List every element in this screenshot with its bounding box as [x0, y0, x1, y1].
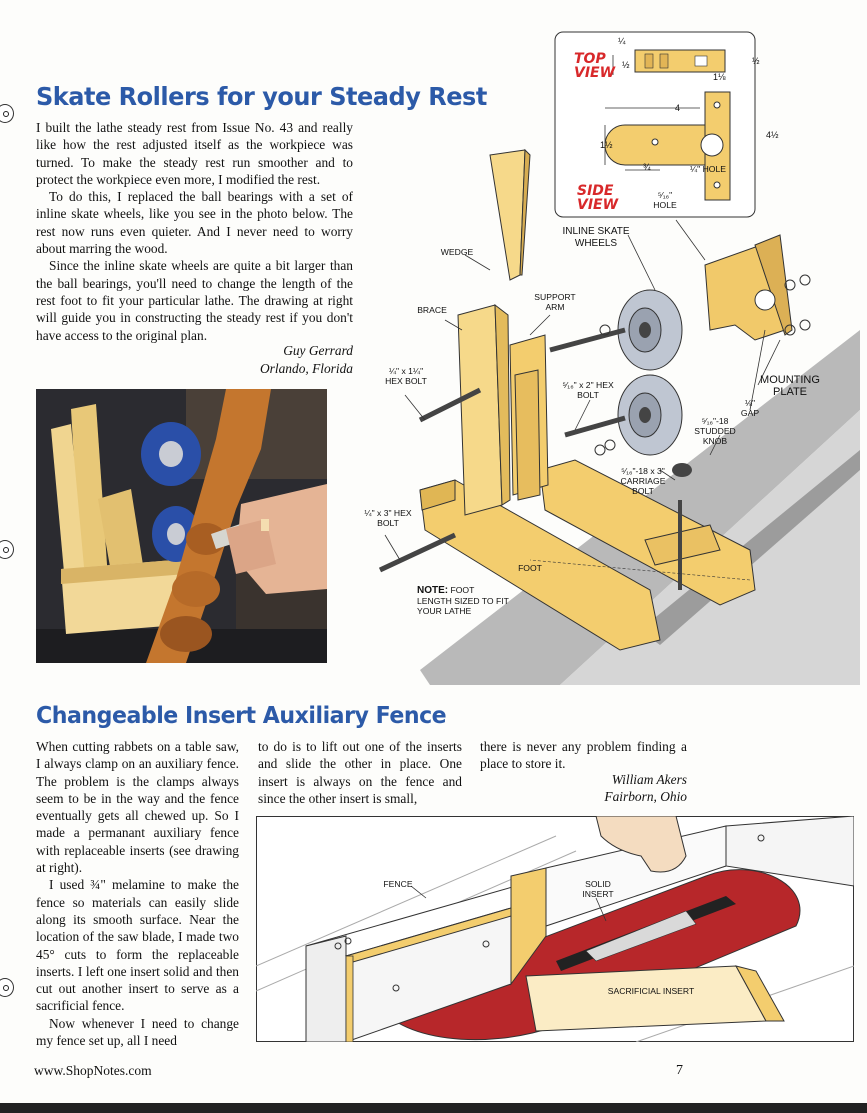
article1-paragraph-2: To do this, I replaced the ball bearings…: [36, 189, 353, 257]
dim-half-a: ½: [622, 60, 630, 70]
article2-column-3: there is never any problem finding a pla…: [480, 738, 687, 773]
hex-bolt-label-a: ¼" x 1¼" HEX BOLT: [385, 366, 427, 386]
article2-col1-paragraph-3: Now whenever I need to change my fence s…: [36, 1015, 239, 1049]
foot-note-rest: LENGTH SIZED TO FIT YOUR LATHE: [417, 596, 509, 616]
fence-label: FENCE: [383, 879, 413, 889]
side-view-label: SIDE VIEW: [577, 183, 619, 213]
hex-bolt-label-b: ⁵⁄₁₆" x 2" HEX BOLT: [562, 380, 614, 400]
article1-author: Guy Gerrard: [283, 343, 353, 358]
binder-hole-middle: [0, 540, 14, 559]
article2-col1-paragraph-2: I used ¾" melamine to make the fence so …: [36, 877, 239, 1014]
dim-three-quarter: ¾: [643, 162, 651, 172]
article1-body: I built the lathe steady rest from Issue…: [36, 119, 353, 344]
foot-note: NOTE: FOOT LENGTH SIZED TO FIT YOUR LATH…: [417, 585, 527, 616]
article2-col1-paragraph-1: When cutting rabbets on a table saw, I a…: [36, 739, 239, 876]
foot-note-head: NOTE:: [417, 585, 449, 596]
dim-one-eighth: 1⅛: [713, 72, 726, 82]
article2-author: William Akers: [611, 772, 687, 787]
article2-col2-paragraph: to do is to lift out one of the inserts …: [258, 739, 462, 806]
article1-paragraph-1: I built the lathe steady rest from Issue…: [36, 120, 353, 187]
article2-col3-paragraph: there is never any problem finding a pla…: [480, 739, 687, 772]
carriage-bolt-label: ⁵⁄₁₆"-18 x 3" CARRIAGE BOLT: [620, 466, 666, 496]
footer-url: www.ShopNotes.com: [34, 1063, 152, 1078]
inline-skate-wheels-label: INLINE SKATE WHEELS: [562, 226, 630, 249]
wedge-label: WEDGE: [440, 247, 474, 257]
mounting-plate-label: MOUNTING PLATE: [760, 374, 820, 398]
article1-location: Orlando, Florida: [260, 361, 353, 376]
dim-quarter: ¼: [618, 36, 626, 46]
dim-half-b: ½: [752, 56, 760, 66]
solid-insert-label: SOLID INSERT: [582, 879, 614, 899]
dim-one-half: 1½: [600, 140, 613, 150]
article1-paragraph-3: Since the inline skate wheels are quite …: [36, 258, 353, 343]
steady-rest-diagram: [378, 31, 860, 685]
brace-label: BRACE: [417, 305, 447, 315]
bottom-rule: [0, 1103, 867, 1113]
page-number: 7: [676, 1063, 683, 1078]
steady-rest-photo: [36, 389, 327, 663]
dim-four-half: 4½: [766, 130, 779, 140]
article2-column-2: to do is to lift out one of the inserts …: [258, 738, 462, 807]
article2-location: Fairborn, Ohio: [604, 789, 687, 804]
fivesixteenth-hole-label: ⁵⁄₁₆" HOLE: [653, 190, 677, 210]
hex-bolt-label-c: ¼" x 3" HEX BOLT: [364, 508, 412, 528]
quarter-hole-label: ¼" HOLE: [689, 164, 726, 174]
article-title-skate-rollers: Skate Rollers for your Steady Rest: [36, 82, 487, 111]
sacrificial-insert-label: SACRIFICIAL INSERT: [607, 986, 695, 996]
foot-note-foot: FOOT: [450, 585, 475, 595]
dim-four: 4: [675, 103, 681, 113]
support-arm-label: SUPPORT ARM: [534, 292, 576, 312]
gap-label: ⅛" GAP: [740, 398, 760, 418]
article2-column-1: When cutting rabbets on a table saw, I a…: [36, 738, 239, 1049]
foot-label: FOOT: [518, 563, 542, 573]
article-title-changeable-fence: Changeable Insert Auxiliary Fence: [36, 703, 447, 729]
binder-hole-bottom: [0, 978, 14, 997]
binder-hole-top: [0, 104, 14, 123]
top-view-label: TOP VIEW: [574, 51, 616, 81]
studded-knob-label: ⁵⁄₁₆"-18 STUDDED KNOB: [694, 416, 736, 446]
auxiliary-fence-diagram: [256, 816, 854, 1042]
